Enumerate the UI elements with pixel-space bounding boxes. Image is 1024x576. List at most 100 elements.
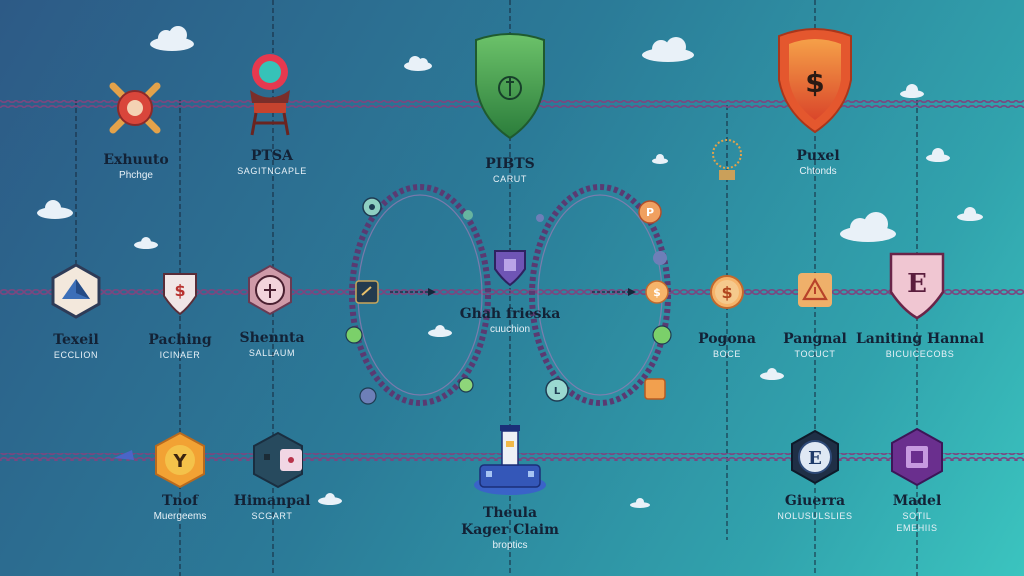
cloud	[428, 325, 452, 337]
cloud	[630, 498, 650, 508]
node-title: PIBTS	[485, 156, 535, 172]
node-label-madel: Madel SOTIL EMEHIIS	[893, 493, 942, 534]
l-coin-icon: L	[545, 378, 569, 402]
cloud	[926, 148, 950, 162]
chain-small-icon	[536, 214, 544, 222]
node-subtitle: Muergeems	[153, 511, 207, 522]
cloud	[318, 493, 342, 505]
node-title: Ghah frieska	[459, 306, 561, 322]
cloud	[134, 237, 158, 249]
node-title-line2: Kager Claim	[461, 522, 559, 538]
cloud	[652, 154, 668, 164]
clouds	[37, 26, 983, 508]
node-subtitle: BOCE	[713, 349, 741, 359]
y-hexagon-icon: Y	[155, 431, 205, 489]
node-subtitle: TOCUCT	[794, 349, 836, 359]
dollar-coin-icon: $	[645, 280, 669, 304]
node-label-pibts: PIBTS CARUT	[485, 156, 534, 185]
gear-icon	[359, 387, 377, 405]
leaf-icon	[345, 326, 363, 344]
purple-shield-icon	[494, 250, 526, 287]
chain-link-icon	[653, 251, 667, 265]
svg-text:$: $	[721, 283, 732, 302]
node-label-ptsa: PTSA SAGITNCAPLE	[237, 148, 307, 177]
node-title: Exhuuto	[103, 152, 169, 168]
node-title: Madel	[892, 493, 942, 509]
scale-circle-icon	[248, 264, 292, 316]
node-label-puxel: Puxel Chtonds	[796, 148, 839, 178]
node-title: Pogona	[698, 331, 756, 347]
node-label-pogona: Pogona BOCE	[698, 331, 756, 360]
svg-text:$: $	[174, 281, 185, 300]
svg-text:P: P	[646, 206, 654, 219]
svg-text:$: $	[805, 66, 824, 99]
node-subtitle: SALLAUM	[248, 348, 296, 358]
node-title: Shennta	[239, 330, 305, 346]
lantern-icon	[250, 54, 290, 136]
cloud	[900, 84, 924, 98]
svg-text:Y: Y	[172, 451, 187, 472]
node-subtitle: NOLUSULSLIES	[777, 511, 853, 521]
pen-tool-icon	[114, 450, 134, 460]
cloud	[404, 56, 432, 71]
cloud	[957, 207, 983, 221]
node-subtitle: cuuchion	[489, 324, 531, 335]
node-label-himanpal: Himanpal SCGART	[234, 493, 311, 522]
cloud	[642, 37, 694, 62]
cloud	[37, 200, 73, 219]
chip-icon	[362, 197, 382, 217]
green-shield-icon	[475, 33, 545, 140]
node-title: Himanpal	[233, 493, 311, 509]
dollar-badge-icon: $	[163, 273, 197, 316]
node-subtitle: SCGART	[251, 511, 293, 521]
node-title: Puxel	[796, 148, 840, 164]
ring-icons: P $ L	[345, 197, 672, 405]
node-subtitle: SOTIL	[902, 511, 932, 521]
node-title: Tnof	[162, 493, 198, 509]
node-title: Paching	[148, 332, 212, 348]
svg-text:E: E	[808, 448, 822, 469]
node-label-paching: Paching ICINAER	[148, 332, 211, 361]
e-shield-icon: E	[889, 252, 945, 320]
cloud	[840, 212, 896, 242]
cloud	[760, 368, 784, 380]
node-title: Theula	[482, 505, 538, 521]
node-title: PTSA	[251, 148, 293, 164]
node-label-tnof: Tnof Muergeems	[154, 493, 207, 523]
p-coin-icon: P	[638, 200, 662, 224]
warning-triangle-icon	[798, 273, 832, 307]
node-subtitle: Phchge	[119, 170, 153, 181]
e-coin-icon: E	[791, 429, 839, 485]
gear-cross-icon	[109, 82, 161, 134]
node-subtitle: BICUICECOBS	[885, 349, 955, 359]
pyramid-hexagon-icon	[51, 263, 101, 319]
purple-hexagon-icon	[891, 427, 943, 487]
chain-row-middle	[0, 287, 1024, 295]
box-icon	[644, 378, 666, 400]
node-subtitle: SAGITNCAPLE	[237, 166, 307, 176]
node-label-laniting: Laniting Hannal BICUICECOBS	[856, 331, 984, 360]
dice-hexagon-icon	[253, 431, 303, 489]
node-title: Pangnal	[783, 331, 847, 347]
leaf-small-icon	[463, 210, 473, 220]
dollar-shield-icon: $	[778, 28, 852, 134]
node-subtitle: ICINAER	[159, 350, 201, 360]
node-label-texeil: Texeil ECCLION	[53, 332, 99, 361]
node-subtitle-line2: EMEHIIS	[896, 523, 938, 533]
leaf-icon	[652, 325, 672, 345]
node-title: Texeil	[53, 332, 99, 348]
node-title: Laniting Hannal	[855, 331, 985, 347]
node-label-theula: Theula Kager Claim broptics	[461, 505, 559, 552]
node-label-exhuuto: Exhuuto Phchge	[103, 152, 168, 182]
svg-text:$: $	[653, 286, 661, 299]
node-label-center: Ghah frieska cuuchion	[460, 306, 561, 336]
palm-sun-icon	[712, 139, 742, 180]
lighthouse-icon	[474, 425, 546, 495]
svg-text:L: L	[554, 386, 561, 397]
node-label-giuerra: Giuerra NOLUSULSLIES	[777, 493, 852, 522]
node-title: Giuerra	[784, 493, 846, 509]
node-subtitle: CARUT	[493, 174, 527, 184]
dollar-coin-icon: $	[710, 275, 744, 309]
left-chain-ring	[349, 184, 491, 406]
node-label-pangnal: Pangnal TOCUCT	[783, 331, 847, 360]
